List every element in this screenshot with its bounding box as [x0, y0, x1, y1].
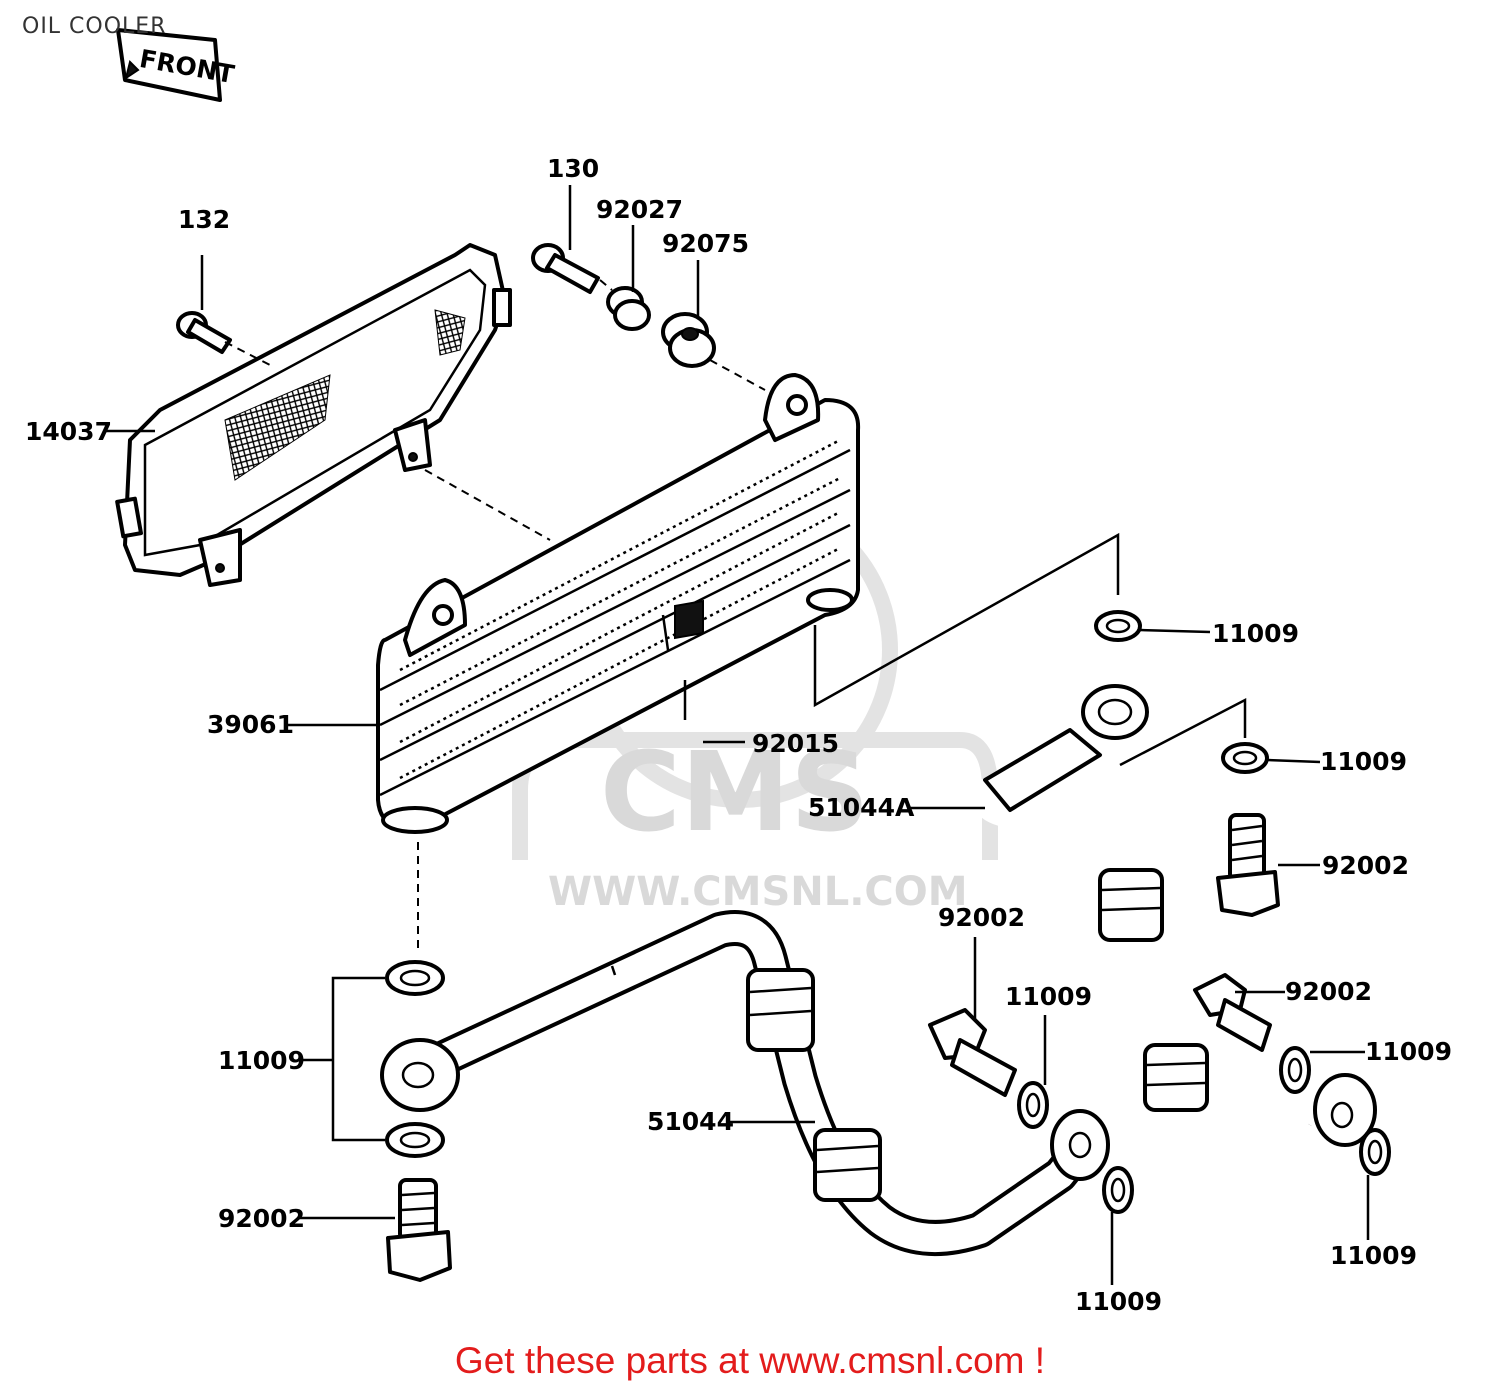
grommet-92075: [661, 312, 716, 368]
collar-92027: [606, 286, 651, 331]
label-11009-left: 11009: [218, 1046, 305, 1075]
watermark-url-text: WWW.CMSNL.COM: [548, 869, 968, 915]
label-11009-lower-right: 11009: [1330, 1241, 1417, 1270]
label-51044A: 51044A: [808, 793, 915, 822]
washer-11009-right: [1221, 742, 1269, 774]
banjo-bolt-92002-center: [928, 1008, 1017, 1097]
watermark-logo: CMS WWW.CMSNL.COM: [512, 492, 998, 915]
washer-11009-center: [1017, 1081, 1049, 1129]
label-51044: 51044: [647, 1107, 734, 1136]
label-92002-mid-right: 92002: [1285, 977, 1372, 1006]
leader-lines: [105, 185, 1370, 1285]
washer-11009-bottom-center: [1102, 1166, 1134, 1214]
oil-cooler-cover: [115, 243, 512, 587]
oil-hose-51044A: [969, 684, 1377, 1209]
bolt-130: [531, 243, 600, 294]
footer-link-text[interactable]: Get these parts at www.cmsnl.com !: [454, 1340, 1046, 1381]
part-labels: 130 132 92027 92075 14037 39061 92015 11…: [25, 154, 1452, 1316]
oil-cooler-core: [376, 373, 861, 834]
washer-11009-left-lower: [385, 1122, 445, 1158]
label-39061: 39061: [207, 710, 294, 739]
watermark-logo-text: CMS: [600, 728, 869, 856]
label-11009-center: 11009: [1005, 982, 1092, 1011]
washer-11009-upper: [1094, 610, 1142, 642]
label-11009-upper: 11009: [1212, 619, 1299, 648]
label-14037: 14037: [25, 417, 112, 446]
label-92002-center: 92002: [938, 903, 1025, 932]
label-11009-right: 11009: [1320, 747, 1407, 776]
oil-hose-51044: [380, 910, 1110, 1256]
clip-92015: [674, 599, 704, 640]
label-92027: 92027: [596, 195, 683, 224]
label-11009-mid-right: 11009: [1365, 1037, 1452, 1066]
label-132: 132: [178, 205, 230, 234]
banjo-bolt-92002-mid-right: [1193, 973, 1272, 1052]
label-92002-left: 92002: [218, 1204, 305, 1233]
banjo-bolt-92002-left: [386, 1178, 452, 1282]
label-92075: 92075: [662, 229, 749, 258]
label-92015: 92015: [752, 729, 839, 758]
screw-132: [176, 311, 232, 354]
label-130: 130: [547, 154, 599, 183]
washer-11009-lower-right: [1359, 1128, 1391, 1176]
front-marker: FRONT: [116, 28, 236, 102]
washer-11009-left-upper: [385, 960, 445, 996]
banjo-bolt-92002-right: [1216, 813, 1280, 917]
washer-11009-mid-right: [1279, 1046, 1311, 1094]
label-92002-right: 92002: [1322, 851, 1409, 880]
label-11009-bottom-center: 11009: [1075, 1287, 1162, 1316]
page-title: OIL COOLER: [22, 14, 167, 39]
